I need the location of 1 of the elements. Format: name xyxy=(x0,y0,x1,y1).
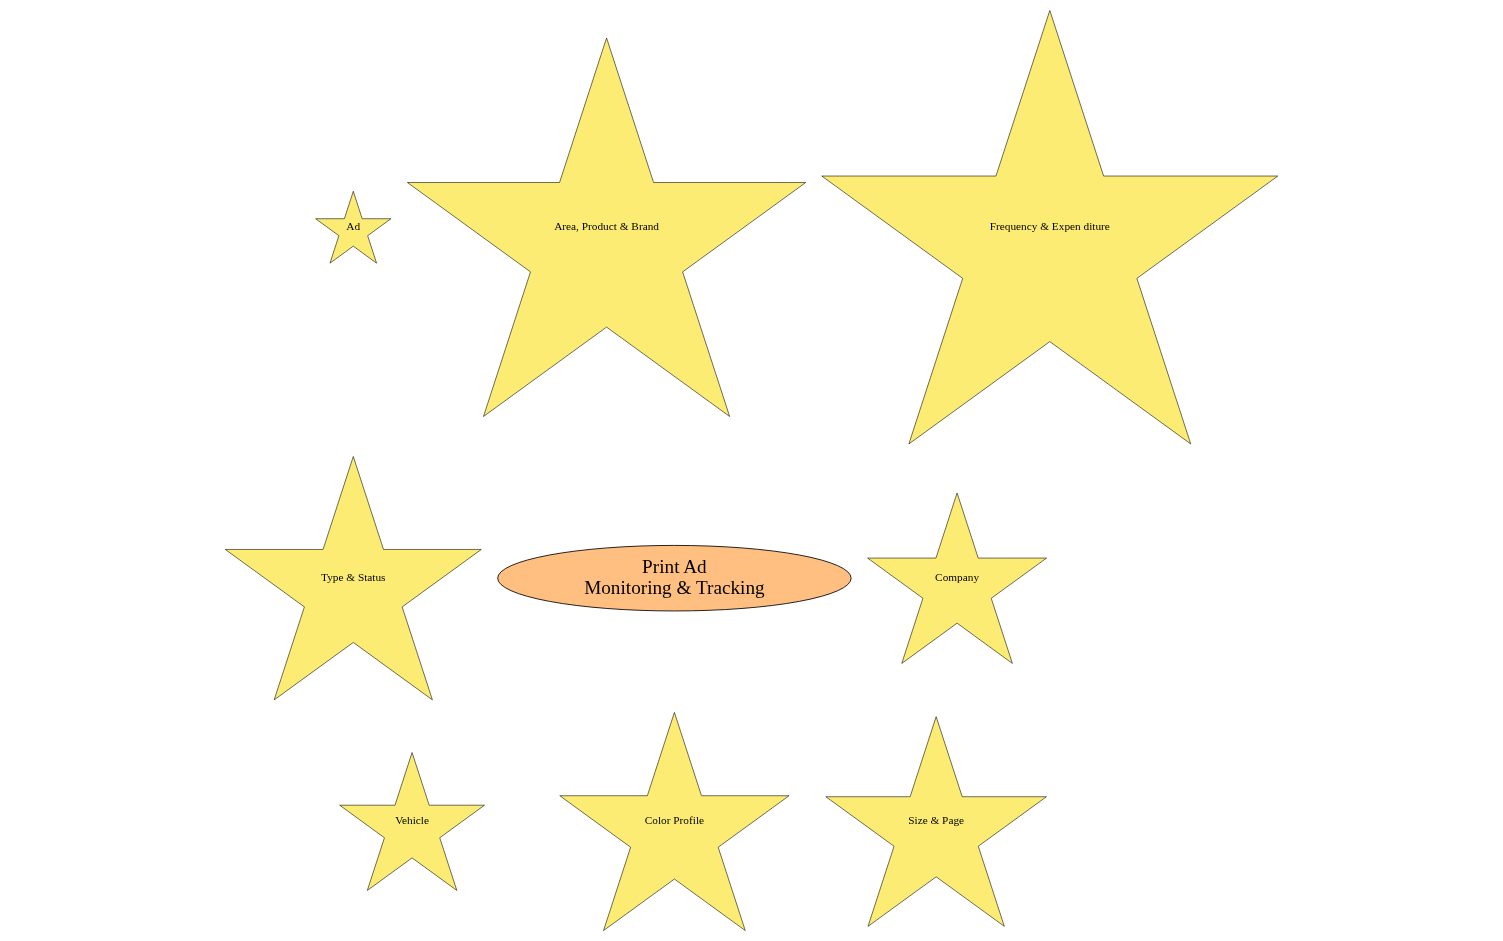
node-ellipse: Print Ad Monitoring & Tracking xyxy=(497,545,852,612)
